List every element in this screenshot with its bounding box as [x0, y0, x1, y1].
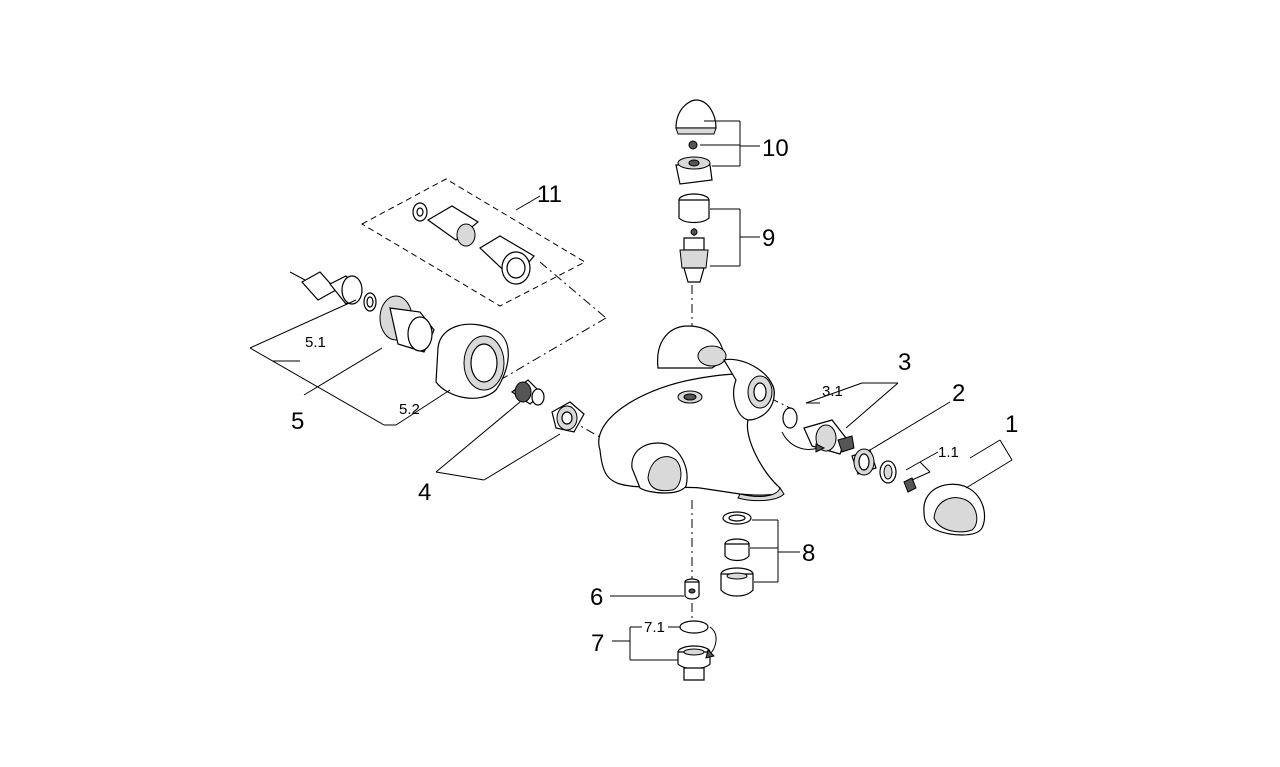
label-part-5-2: 5.2 [399, 401, 420, 418]
label-part-11: 11 [537, 181, 562, 208]
part-8-aerator-set [720, 511, 754, 597]
part-labels: 10 9 11 5.1 5 5.2 4 3 3.1 2 1 1.1 8 6 7.… [291, 135, 1018, 657]
label-part-5-1: 5.1 [305, 334, 326, 351]
label-part-7: 7 [591, 630, 604, 657]
label-part-5: 5 [291, 408, 304, 435]
label-part-1: 1 [1005, 411, 1018, 438]
label-part-6: 6 [590, 584, 603, 611]
label-part-2: 2 [952, 380, 965, 407]
part-6-insert [684, 578, 700, 600]
part-2-ring [851, 448, 877, 476]
label-part-7-1: 7.1 [644, 619, 665, 636]
label-part-8: 8 [802, 540, 815, 567]
label-part-9: 9 [762, 225, 775, 252]
part-10-cap-assembly [675, 99, 717, 185]
mixer-body [598, 325, 785, 502]
label-part-4: 4 [418, 479, 431, 506]
part-4-connector [510, 379, 585, 433]
part-9-cartridge [678, 193, 710, 283]
label-part-10: 10 [762, 135, 789, 162]
part-7-fitting [677, 620, 717, 681]
label-part-1-1: 1.1 [938, 444, 959, 461]
label-part-3: 3 [898, 349, 911, 376]
part-5-wall-connector [289, 271, 509, 399]
part-3-cartridge [781, 407, 855, 455]
part-1-handle [879, 460, 986, 536]
label-part-3-1: 3.1 [822, 383, 843, 400]
leader-lines [249, 120, 1013, 661]
part-11-kit [360, 178, 587, 307]
